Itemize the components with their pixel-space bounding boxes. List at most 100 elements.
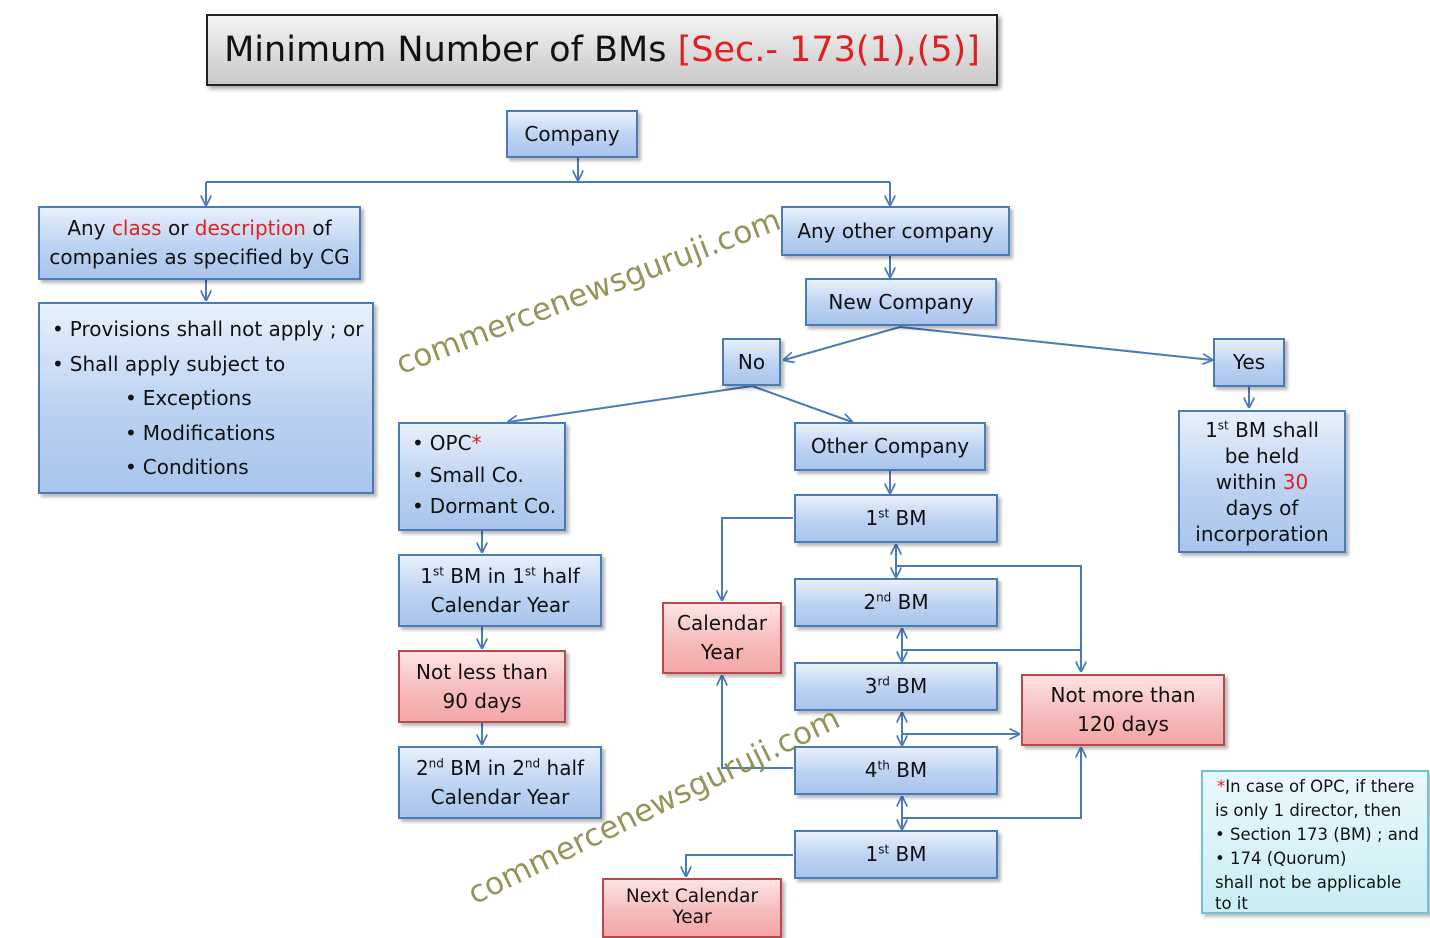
- provisions-subitem: Exceptions: [125, 381, 275, 416]
- provisions-sublist: Exceptions Modifications Conditions: [125, 381, 275, 485]
- dormant-co-item: Dormant Co.: [412, 491, 556, 523]
- fbh-a: 1: [420, 563, 433, 588]
- title-text: Minimum Number of BMs: [224, 30, 678, 70]
- node-first-bm-first-half: 1st BM in 1st half Calendar Year: [398, 554, 602, 627]
- node-no: No: [722, 338, 781, 386]
- bm-2-label: 2nd BM: [863, 588, 928, 617]
- node-other-company: Other Company: [794, 422, 986, 471]
- note-item2: • 174 (Quorum): [1215, 849, 1347, 868]
- any-class-p1: Any: [67, 216, 112, 240]
- node-yes-label: Yes: [1232, 350, 1266, 374]
- note-line1: *In case of OPC, if there: [1217, 775, 1419, 799]
- provisions-subitem: Conditions: [125, 450, 275, 485]
- note-line2: is only 1 director, then: [1215, 801, 1402, 820]
- next-calendar-line2: Year: [672, 907, 712, 928]
- node-any-other-label: Any other company: [797, 218, 994, 243]
- bm-2-text: BM: [891, 590, 929, 614]
- fby-line1: 1st BM shall: [1205, 417, 1319, 443]
- provisions-subitem: Modifications: [125, 416, 275, 451]
- node-new-company-label: New Company: [828, 289, 974, 314]
- small-co-item: Small Co.: [412, 460, 556, 492]
- node-bm-3: 3rd BM: [794, 662, 998, 711]
- fby-line2: be held: [1224, 443, 1300, 468]
- next-calendar-line1: Next Calendar: [625, 886, 759, 907]
- calendar-year-line1: Calendar: [677, 611, 767, 635]
- title-section: [Sec.- 173(1),(5)]: [677, 30, 980, 70]
- node-bm-next-first: 1st BM: [794, 830, 998, 879]
- fby-num: 1: [1205, 417, 1218, 442]
- node-bm-1: 1st BM: [794, 494, 998, 543]
- bm-3-label: 3rd BM: [865, 672, 927, 701]
- bm-4-sup: th: [877, 758, 890, 773]
- node-calendar-year: Calendar Year: [662, 602, 782, 674]
- any-class-p2: or: [161, 216, 195, 240]
- any-class-p3: of: [305, 216, 332, 240]
- fbh-sup1: st: [432, 563, 444, 578]
- bm-1-num: 1: [865, 506, 879, 530]
- calendar-year-line2: Year: [700, 640, 744, 664]
- not-more-line1: Not more than: [1050, 683, 1196, 707]
- bm-3-num: 3: [864, 674, 878, 698]
- fby-line4: days of: [1225, 495, 1299, 520]
- bm-3-text: BM: [889, 674, 928, 698]
- node-provisions: Provisions shall not apply ; or Shall ap…: [38, 302, 374, 494]
- fby-l1: BM shall: [1228, 417, 1319, 442]
- fbh-sup2: st: [524, 563, 536, 578]
- node-other-company-label: Other Company: [810, 434, 970, 458]
- bm-1-label: 1st BM: [865, 504, 926, 533]
- note-line1-text: In case of OPC, if there: [1225, 777, 1415, 796]
- node-opc-group: OPC* Small Co. Dormant Co.: [398, 422, 566, 531]
- opc-list: OPC* Small Co. Dormant Co.: [412, 428, 556, 523]
- bm-4-num: 4: [864, 758, 878, 782]
- second-bm-half-line1: 2nd BM in 2nd half: [416, 754, 584, 783]
- bm-5-text: BM: [889, 842, 927, 866]
- bm-5-label: 1st BM: [865, 840, 926, 869]
- node-any-other-company: Any other company: [781, 206, 1010, 256]
- node-any-class: Any class or description of companies as…: [38, 206, 361, 280]
- fbh-c: half: [535, 563, 580, 588]
- node-company-label: Company: [524, 121, 620, 146]
- note-item2-text: 174 (Quorum): [1229, 849, 1347, 868]
- opc-star: *: [471, 431, 482, 455]
- bm-5-num: 1: [865, 842, 879, 866]
- node-second-bm-second-half: 2nd BM in 2nd half Calendar Year: [398, 746, 602, 819]
- first-bm-half-line2: Calendar Year: [430, 592, 570, 617]
- fbh-b: BM in 1: [443, 563, 525, 588]
- provisions-list: Provisions shall not apply ; or Shall ap…: [52, 312, 364, 382]
- opc-note: *In case of OPC, if there is only 1 dire…: [1201, 770, 1429, 914]
- fby-days: 30: [1282, 469, 1309, 494]
- not-less-line2: 90 days: [442, 688, 522, 713]
- fby-l3a: within: [1215, 469, 1283, 494]
- node-no-label: No: [737, 349, 766, 374]
- sbh-c: half: [540, 755, 585, 780]
- node-company: Company: [506, 110, 638, 158]
- bm-4-label: 4th BM: [865, 756, 927, 785]
- node-not-less-than-90: Not less than 90 days: [398, 650, 566, 723]
- fby-sup: st: [1217, 417, 1229, 432]
- bm-5-sup: st: [878, 842, 890, 857]
- node-first-bm-30-days: 1st BM shall be held within 30 days of i…: [1178, 410, 1346, 553]
- note-item1-text: Section 173 (BM) ; and: [1229, 825, 1419, 844]
- provisions-item: Shall apply subject to: [52, 347, 363, 382]
- sbh-sup1: nd: [428, 755, 444, 770]
- any-class-word-class: class: [111, 216, 162, 240]
- bm-2-num: 2: [863, 590, 877, 614]
- node-new-company: New Company: [805, 278, 997, 326]
- sbh-b: BM in 2: [443, 755, 525, 780]
- opc-item: OPC*: [412, 428, 556, 460]
- note-item1: • Section 173 (BM) ; and: [1215, 825, 1419, 844]
- note-line4: to it: [1215, 894, 1248, 913]
- sbh-sup2: nd: [524, 755, 541, 770]
- note-line3: shall not be applicable: [1215, 873, 1402, 892]
- first-bm-half-line1: 1st BM in 1st half: [420, 562, 580, 591]
- node-next-calendar-year: Next Calendar Year: [602, 878, 782, 938]
- node-any-class-line2: companies as specified by CG: [49, 245, 350, 269]
- not-more-line2: 120 days: [1077, 712, 1169, 736]
- bm-3-sup: rd: [877, 674, 890, 689]
- note-star: *: [1217, 777, 1226, 796]
- node-bm-4: 4th BM: [794, 746, 998, 795]
- opc-label: OPC: [429, 431, 472, 455]
- page-title: Minimum Number of BMs [Sec.- 173(1),(5)]: [206, 14, 998, 86]
- any-class-word-description: description: [194, 216, 306, 240]
